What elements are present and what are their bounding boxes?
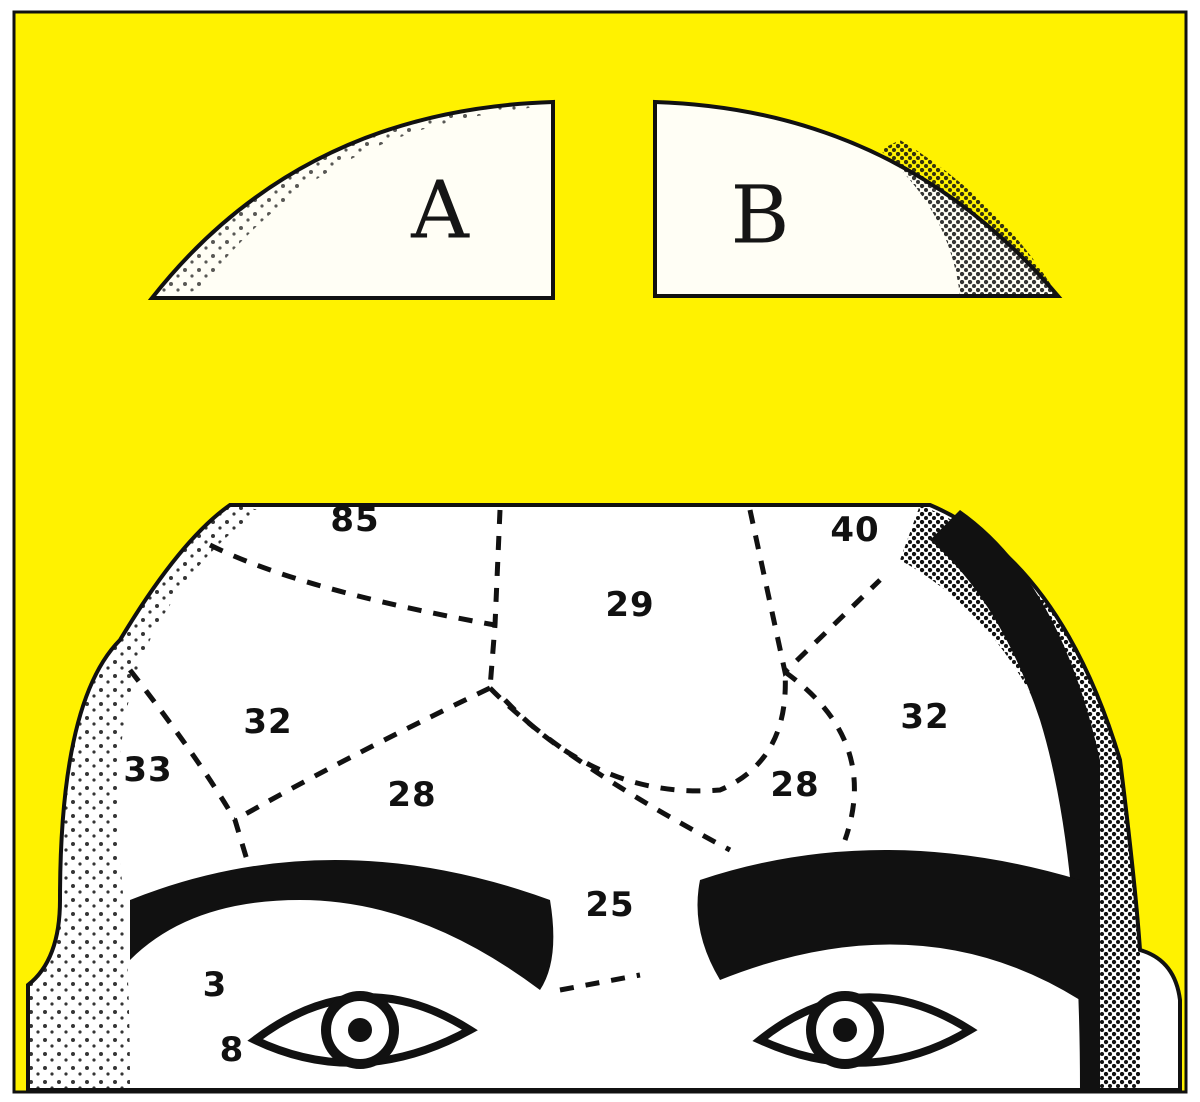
region-number-40: 40 xyxy=(830,510,880,550)
region-number-28-left: 28 xyxy=(387,775,437,815)
left-eye xyxy=(247,991,478,1069)
region-number-29: 29 xyxy=(605,585,655,625)
right-eye xyxy=(752,991,978,1069)
region-number-85: 85 xyxy=(330,500,380,540)
region-number-33: 33 xyxy=(123,750,173,790)
region-boundaries xyxy=(128,509,882,993)
region-number-32-left: 32 xyxy=(243,702,293,742)
region-number-32-right: 32 xyxy=(900,697,950,737)
right-eyebrow xyxy=(697,850,1080,1000)
region-number-3: 3 xyxy=(202,965,228,1005)
region-number-8: 8 xyxy=(219,1030,245,1070)
region-number-28-right: 28 xyxy=(770,765,820,805)
piece-a-label: A xyxy=(411,163,469,257)
region-number-25: 25 xyxy=(585,885,635,925)
piece-b-label: B xyxy=(730,168,790,262)
left-eyebrow xyxy=(130,860,554,990)
